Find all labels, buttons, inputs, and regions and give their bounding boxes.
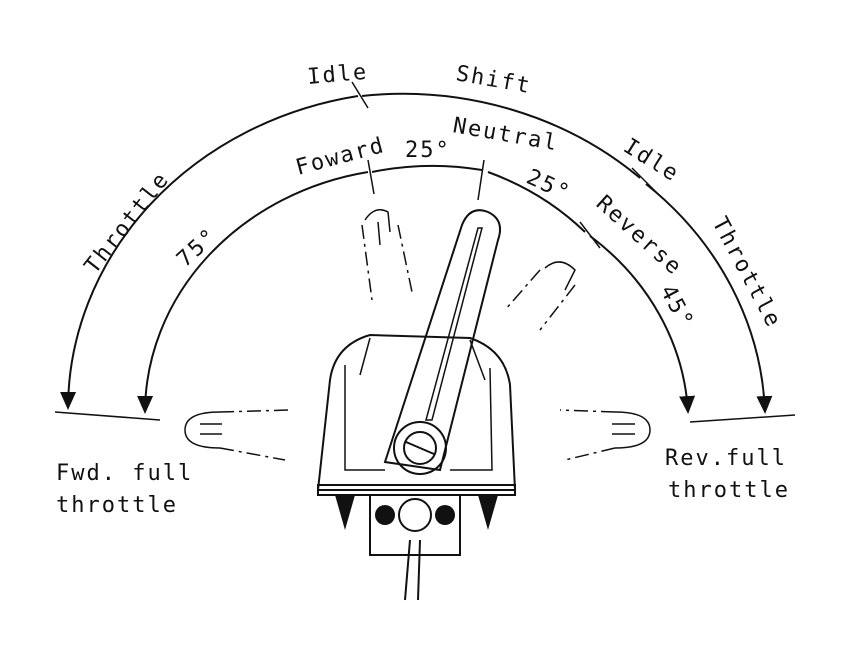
outer-arc xyxy=(54,81,796,423)
ghost-lever-forward-neutral xyxy=(361,209,413,301)
label-forward: Foward xyxy=(293,133,388,181)
ghost-lever-rev-full xyxy=(559,409,651,461)
label-fwd-full-line1: Fwd. full xyxy=(56,461,193,486)
label-idle-right: Idle xyxy=(619,134,684,188)
label-angle-neutral-reverse: 25° xyxy=(522,165,574,207)
label-idle-top: Idle xyxy=(306,60,369,90)
control-lever xyxy=(383,209,501,475)
ghost-lever-fwd-full xyxy=(184,409,291,461)
control-box-body xyxy=(316,333,517,601)
label-angle-forward-neutral: 25° xyxy=(405,138,451,163)
inner-arc xyxy=(137,159,696,414)
label-throttle-right: Throttle xyxy=(707,213,786,332)
label-reverse: Reverse xyxy=(591,191,687,281)
label-rev-full-line1: Rev.full xyxy=(665,446,787,471)
label-fwd-full-line2: throttle xyxy=(56,493,178,518)
ghost-lever-reverse xyxy=(504,261,576,331)
label-throttle-left: Throttle xyxy=(80,167,175,279)
label-angle-reverse-full: 45° xyxy=(655,281,699,333)
label-angle-forward-full: 75° xyxy=(172,223,223,272)
label-shift: Shift xyxy=(454,61,533,99)
label-rev-full-line2: throttle xyxy=(668,478,790,503)
